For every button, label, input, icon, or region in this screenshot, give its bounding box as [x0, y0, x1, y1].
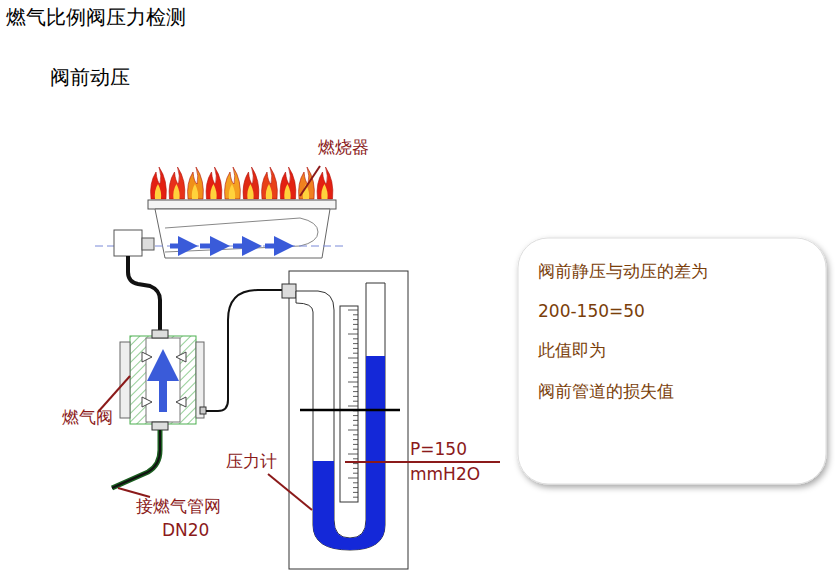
- note-text: 阀前管道的损失值: [538, 380, 808, 403]
- burner: [95, 200, 345, 258]
- note-text: 此值即为: [538, 339, 808, 362]
- pressure-unit: mmH2O: [410, 465, 480, 485]
- pipe-size: DN20: [162, 521, 209, 541]
- part-name: 接燃气管网: [136, 497, 221, 517]
- note-text: 200-150=50: [538, 301, 808, 321]
- pressure-value: P=150: [410, 440, 467, 460]
- part-name: 燃气阀: [62, 408, 113, 428]
- callout-panel: 阀前静压与动压的差为 200-150=50 此值即为阀前管道的损失值: [518, 238, 826, 484]
- part-name: 燃烧器: [318, 138, 369, 158]
- gas-valve: [120, 330, 206, 430]
- flames: [151, 167, 333, 199]
- title: 燃气比例阀压力检测: [6, 6, 186, 29]
- subtitle: 阀前动压: [50, 66, 130, 89]
- part-name: 压力计: [226, 452, 277, 472]
- note-text: 阀前静压与动压的差为: [538, 260, 808, 283]
- leader-lines: [98, 166, 320, 510]
- u-tube-manometer: [282, 271, 500, 569]
